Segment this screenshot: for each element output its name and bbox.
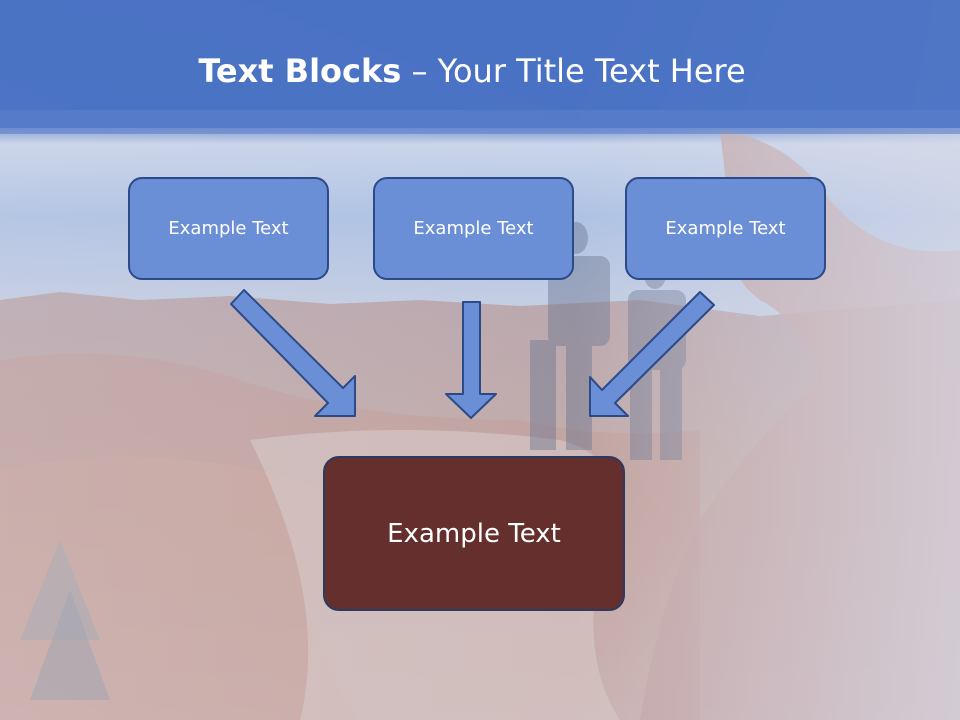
arrow-left: [230, 289, 356, 417]
result-block[interactable]: Example Text: [323, 456, 625, 611]
text-block-3[interactable]: Example Text: [625, 177, 826, 280]
title-separator: –: [401, 52, 438, 90]
arrow-right: [589, 291, 715, 417]
text-block-1-label: Example Text: [168, 218, 289, 239]
slide-title: Text Blocks – Your Title Text Here: [0, 52, 944, 90]
title-rest: Your Title Text Here: [437, 52, 746, 90]
title-bold: Text Blocks: [198, 52, 402, 90]
result-block-label: Example Text: [387, 518, 561, 549]
text-block-2-label: Example Text: [413, 218, 534, 239]
text-block-3-label: Example Text: [665, 218, 786, 239]
text-block-2[interactable]: Example Text: [373, 177, 574, 280]
arrow-center: [445, 301, 497, 419]
text-block-1[interactable]: Example Text: [128, 177, 329, 280]
